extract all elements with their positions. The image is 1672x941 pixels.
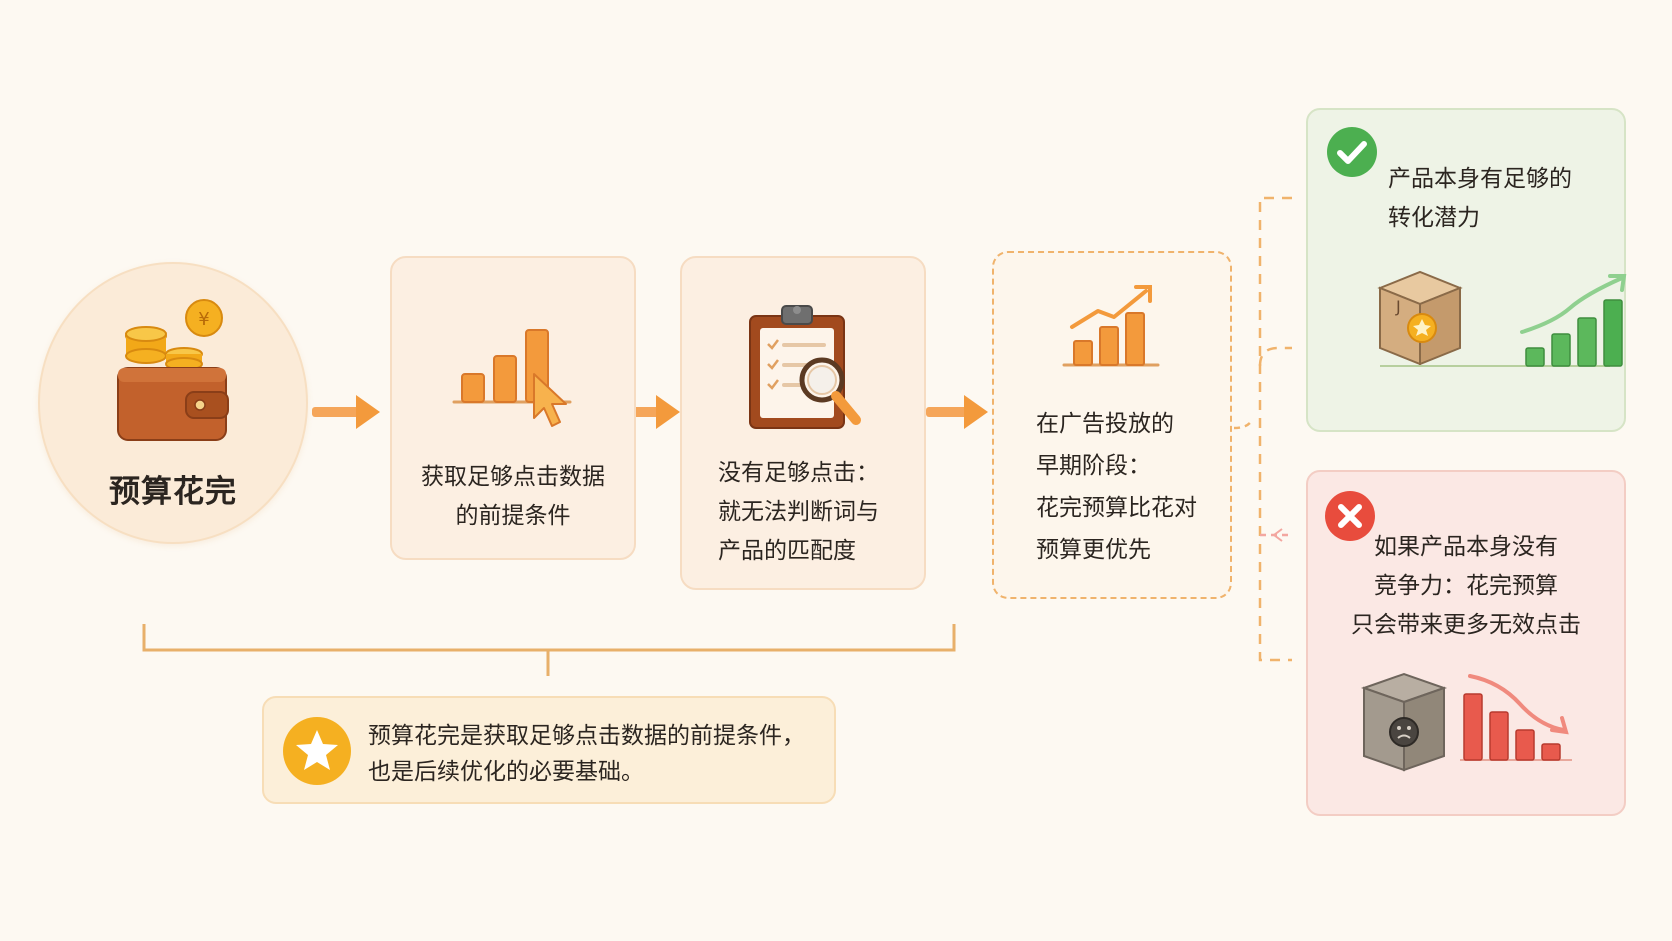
bad-line-3: 只会带来更多无效点击 <box>1351 612 1581 638</box>
outcome-card-positive: 产品本身有足够的 转化潜力 J <box>1306 108 1627 432</box>
step-1-line-2: 的前提条件 <box>455 503 571 529</box>
check-icon <box>1327 127 1377 177</box>
bad-line-2: 竞争力：花完预算 <box>1374 573 1558 599</box>
star-icon <box>283 717 351 785</box>
step-card-click-data: 获取足够点击数据 的前提条件 <box>390 256 636 560</box>
product-box-icon: J <box>1377 270 1463 366</box>
flow-arrow-3 <box>926 395 988 429</box>
step-1-line-1: 获取足够点击数据 <box>421 464 605 490</box>
sad-box-icon <box>1360 672 1448 772</box>
bar-chart-cursor-icon <box>452 329 572 427</box>
good-line-2: 转化潜力 <box>1388 205 1480 231</box>
bad-line-1: 如果产品本身没有 <box>1374 534 1558 560</box>
step-2-line-1: 没有足够点击： <box>718 460 879 486</box>
outcome-card-negative: 如果产品本身没有 竞争力：花完预算 只会带来更多无效点击 <box>1306 470 1626 816</box>
step-2-line-3: 产品的匹配度 <box>718 538 856 564</box>
summary-line-2: 也是后续优化的必要基础。 <box>368 759 644 785</box>
step-3-line-2: 早期阶段： <box>1036 453 1151 479</box>
svg-text:J: J <box>1395 297 1401 316</box>
good-line-1: 产品本身有足够的 <box>1388 166 1572 192</box>
summary-bracket <box>142 624 956 676</box>
summary-callout: 预算花完是获取足够点击数据的前提条件， 也是后续优化的必要基础。 <box>262 696 836 804</box>
step-2-line-2: 就无法判断词与 <box>718 499 879 525</box>
svg-text:¥: ¥ <box>198 309 209 330</box>
summary-line-1: 预算花完是获取足够点击数据的前提条件， <box>368 723 805 749</box>
flow-arrow-1 <box>312 395 380 429</box>
cross-icon <box>1325 491 1375 541</box>
growth-chart-icon <box>1380 274 1627 367</box>
step-3-line-4: 预算更优先 <box>1036 537 1151 563</box>
step-card-early-stage: 在广告投放的 早期阶段： 花完预算比花对 预算更优先 <box>992 251 1232 599</box>
decline-chart-icon <box>1460 674 1572 761</box>
step-3-line-3: 花完预算比花对 <box>1036 495 1197 521</box>
start-label: 预算花完 <box>109 474 237 510</box>
branch-connector <box>1233 196 1292 662</box>
step-3-line-1: 在广告投放的 <box>1036 411 1174 437</box>
rising-bar-chart-icon <box>1062 285 1160 367</box>
wallet-with-coins-icon: ¥ <box>117 299 229 441</box>
clipboard-magnifier-icon <box>749 305 861 429</box>
step-card-match: 没有足够点击： 就无法判断词与 产品的匹配度 <box>680 256 926 590</box>
